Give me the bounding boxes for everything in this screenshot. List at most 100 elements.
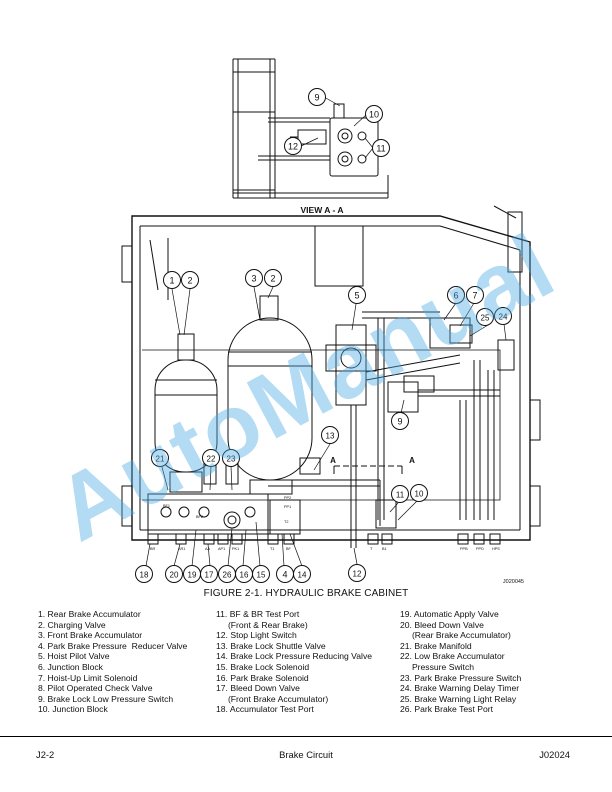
svg-text:10: 10: [369, 110, 379, 120]
callout-26: 26: [218, 565, 236, 583]
svg-text:PPD: PPD: [476, 547, 484, 551]
brake-manifold: [147, 457, 397, 535]
legend-item: 14. Brake Lock Pressure Reducing Valve: [216, 651, 373, 662]
section-marker-right: A: [409, 456, 415, 465]
svg-text:11: 11: [376, 144, 385, 154]
svg-text:3: 3: [251, 274, 256, 284]
legend-item: 8. Pilot Operated Check Valve: [38, 683, 153, 694]
svg-text:16: 16: [240, 571, 249, 580]
svg-text:HPS: HPS: [492, 547, 500, 551]
legend-item: 6. Junction Block: [38, 661, 103, 672]
svg-text:PP1: PP1: [284, 505, 291, 509]
svg-text:B1: B1: [382, 547, 387, 551]
svg-text:21: 21: [156, 455, 165, 464]
callout-6: 6: [447, 286, 465, 304]
legend-item: 21. Brake Manifold: [400, 640, 472, 651]
section-marker-left: A: [330, 456, 336, 465]
callout-22: 22: [202, 449, 220, 467]
footer-document-code: J02024: [539, 749, 570, 760]
cabinet-frame: [121, 205, 541, 541]
front-brake-accumulator: [227, 295, 313, 495]
legend-item: (Rear Brake Accumulator): [400, 630, 511, 641]
svg-text:17: 17: [205, 571, 214, 580]
svg-text:PK1: PK1: [232, 547, 239, 551]
drawing-number: J020045: [503, 579, 524, 585]
legend-item: 20. Bleed Down Valve: [400, 619, 484, 630]
port-labels: BR AR1 AA AP1 PK1 T1 BF PPB PPD HPS T B1…: [150, 496, 500, 551]
legend-item: 7. Hoist-Up Limit Solenoid: [38, 672, 138, 683]
legend-item: 25. Brake Warning Light Relay: [400, 693, 517, 704]
legend-item: 22. Low Brake Accumulator: [400, 651, 505, 662]
callout-1: 1: [163, 271, 181, 289]
svg-text:13: 13: [326, 432, 335, 441]
svg-text:14: 14: [298, 571, 307, 580]
main-callouts: 1 2 3 2 5 6 7 25 24 9 13 21 22 23 11 10 …: [135, 269, 512, 583]
legend-item: (Front & Rear Brake): [216, 619, 308, 630]
svg-text:BR: BR: [150, 547, 156, 551]
rear-brake-accumulator: [154, 333, 218, 493]
svg-text:22: 22: [207, 455, 216, 464]
view-callouts: 9 10 12 11: [284, 88, 390, 157]
legend-column-3: 19. Automatic Apply Valve 20. Bleed Down…: [400, 609, 521, 715]
legend-item: 5. Hoist Pilot Valve: [38, 651, 110, 662]
callout-19: 19: [183, 565, 201, 583]
svg-text:PP2: PP2: [284, 496, 291, 500]
view-label: VIEW A - A: [301, 205, 344, 215]
callout-24: 24: [494, 307, 512, 325]
legend-item: 9. Brake Lock Low Pressure Switch: [38, 693, 174, 704]
legend-item: 24. Brake Warning Delay Timer: [400, 683, 520, 694]
callout-14: 14: [293, 565, 311, 583]
footer-section-title: Brake Circuit: [279, 749, 333, 760]
legend-item: 18. Accumulator Test Port: [216, 704, 314, 715]
callout-2b: 2: [264, 269, 282, 287]
legend-item: 10. Junction Block: [38, 704, 108, 715]
legend-item: 23. Park Brake Pressure Switch: [400, 672, 522, 683]
svg-text:9: 9: [314, 93, 319, 103]
callout-12: 12: [348, 564, 366, 582]
legend-item: 3. Front Brake Accumulator: [38, 630, 143, 641]
callout-11-view: 11: [372, 139, 390, 157]
svg-text:20: 20: [170, 571, 179, 580]
figure-caption: FIGURE 2-1. HYDRAULIC BRAKE CABINET: [203, 588, 409, 599]
port-fittings: [147, 533, 501, 545]
callout-5: 5: [348, 286, 366, 304]
callout-23: 23: [222, 449, 240, 467]
svg-text:11: 11: [396, 491, 405, 500]
callout-10: 10: [410, 484, 428, 502]
legend-column-1: 1. Rear Brake Accumulator 2. Charging Va…: [38, 609, 187, 715]
callout-21: 21: [151, 449, 169, 467]
svg-text:12: 12: [288, 142, 298, 152]
svg-text:BF: BF: [286, 547, 292, 551]
legend-item: (Front Brake Accumulator): [216, 693, 329, 704]
footer-divider: [0, 736, 612, 737]
legend-item: 12. Stop Light Switch: [216, 630, 297, 641]
legend-item: 4. Park Brake Pressure Reducer Valve: [38, 640, 188, 651]
legend-item: 19. Automatic Apply Valve: [400, 609, 499, 619]
hydraulic-brake-cabinet-diagram: VIEW A - A A A J020045 9 10 12 11 1 2 3 …: [121, 58, 541, 585]
legend-item: 13. Brake Lock Shuttle Valve: [216, 640, 326, 651]
svg-text:26: 26: [223, 571, 232, 580]
hoist-pilot-valve-assembly: [325, 311, 515, 548]
svg-text:12: 12: [353, 570, 362, 579]
section-line-a-a: [333, 465, 403, 474]
svg-text:15: 15: [257, 571, 266, 580]
svg-text:AP1: AP1: [218, 547, 225, 551]
callout-12-view: 12: [284, 137, 302, 155]
callout-3: 3: [245, 269, 263, 287]
callout-18: 18: [135, 565, 153, 583]
svg-text:BF1: BF1: [163, 504, 170, 508]
legend-item: 17. Bleed Down Valve: [216, 683, 300, 694]
legend-item: 2. Charging Valve: [38, 619, 106, 630]
callout-7: 7: [466, 286, 484, 304]
svg-text:6: 6: [453, 291, 458, 301]
svg-text:7: 7: [472, 291, 477, 301]
callout-15: 15: [252, 565, 270, 583]
callout-11: 11: [391, 485, 409, 503]
svg-text:24: 24: [499, 313, 508, 322]
callout-20: 20: [165, 565, 183, 583]
callout-9: 9: [391, 412, 409, 430]
footer-page-number: J2-2: [36, 749, 55, 760]
legend-item: Pressure Switch: [400, 661, 475, 672]
svg-text:4: 4: [282, 570, 287, 580]
svg-text:T: T: [370, 547, 373, 551]
